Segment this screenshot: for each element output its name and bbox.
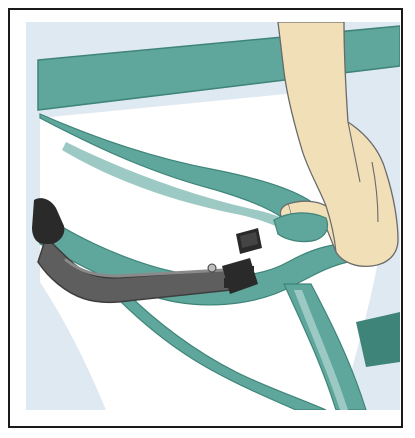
illustration-panel <box>26 22 400 410</box>
assembly-illustration <box>26 22 400 410</box>
tube-rivet <box>208 264 216 272</box>
